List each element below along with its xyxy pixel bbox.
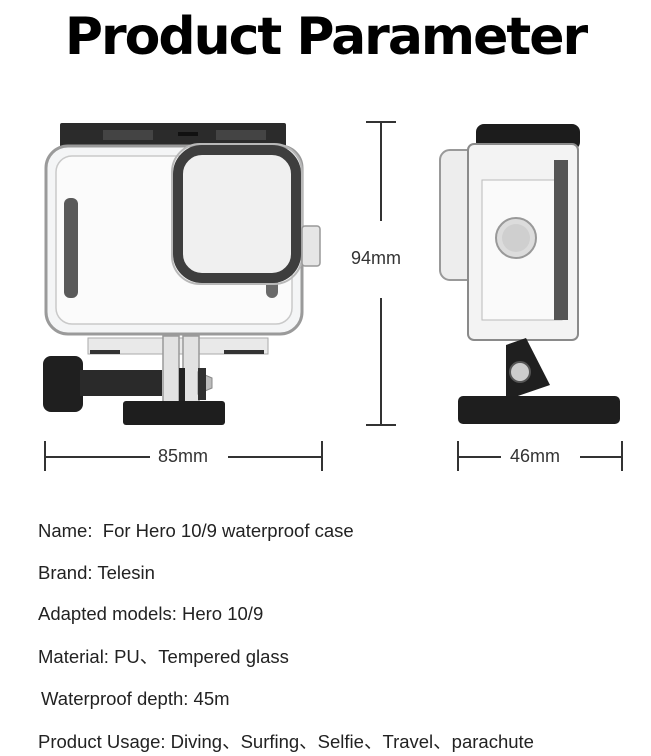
height-dimension-line-bottom: [380, 298, 382, 424]
spec-label: Adapted models:: [38, 603, 177, 624]
spec-label: Waterproof depth:: [41, 688, 189, 709]
height-dimension-line-top: [380, 121, 382, 221]
spec-value: Diving、Surfing、Selfie、Travel、parachute: [170, 731, 534, 752]
spec-value: 45m: [193, 688, 230, 709]
height-dimension-cap-bottom: [366, 424, 396, 426]
width-dimension-line-right: [228, 456, 322, 458]
spec-brand: Brand: Telesin: [38, 562, 155, 584]
side-housing-image: [439, 124, 620, 424]
spec-label: Brand:: [38, 562, 93, 583]
front-housing-image: [43, 123, 321, 425]
spec-material: Material: PU、Tempered glass: [38, 646, 289, 668]
spec-value: For Hero 10/9 waterproof case: [102, 520, 354, 541]
spec-product-usage: Product Usage: Diving、Surfing、Selfie、Tra…: [38, 731, 534, 753]
spec-label: Material:: [38, 646, 109, 667]
spec-name: Name: For Hero 10/9 waterproof case: [38, 520, 354, 542]
width-dimension-cap-right: [321, 441, 323, 471]
depth-dimension-cap-right: [621, 441, 623, 471]
spec-value: Hero 10/9: [181, 603, 264, 624]
depth-dimension-line-right: [580, 456, 622, 458]
spec-label: Product Usage:: [38, 731, 166, 752]
spec-waterproof-depth: Waterproof depth: 45m: [41, 688, 230, 710]
depth-dimension-line-left: [457, 456, 501, 458]
width-dimension-label: 85mm: [152, 446, 215, 466]
page-title: Product Parameter: [64, 7, 588, 67]
depth-dimension-label: 46mm: [504, 446, 567, 466]
spec-value: PU、Tempered glass: [114, 646, 289, 667]
height-dimension-label: 94mm: [345, 248, 408, 268]
spec-value: Telesin: [97, 562, 155, 583]
spec-label: Name:: [38, 520, 93, 541]
width-dimension-line-left: [44, 456, 150, 458]
spec-adapted-models: Adapted models: Hero 10/9: [38, 603, 263, 625]
